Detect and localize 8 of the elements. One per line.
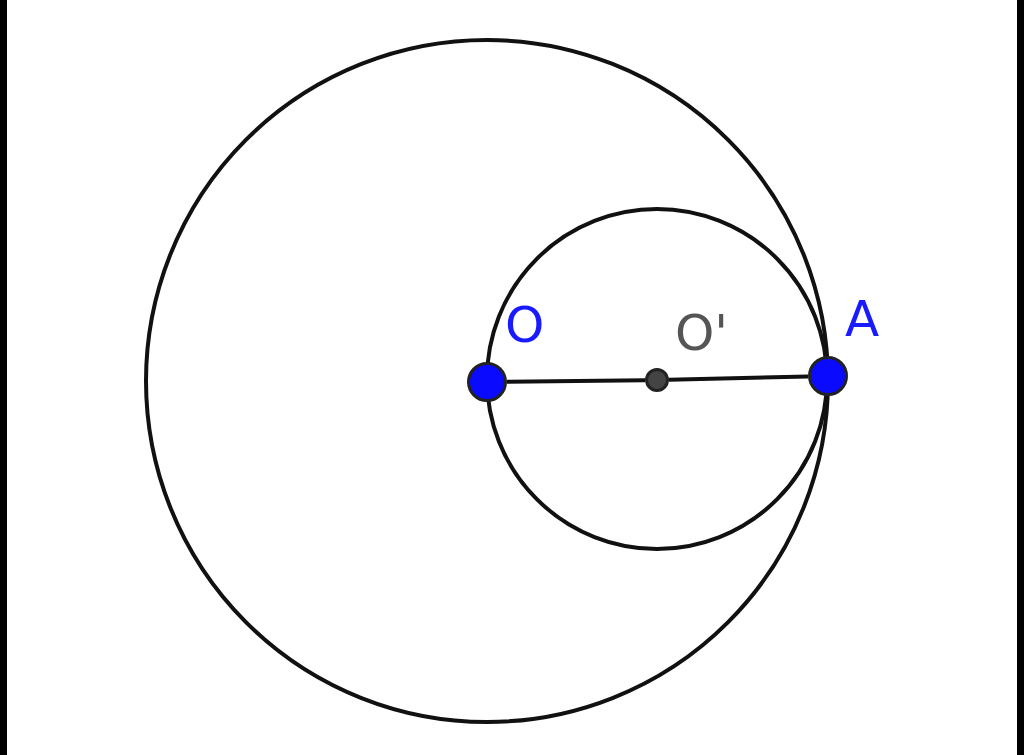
point-marker xyxy=(808,356,848,396)
point-label: A xyxy=(845,294,880,344)
point-marker xyxy=(467,362,507,402)
line-segment xyxy=(506,378,646,384)
point-label: O xyxy=(505,300,545,350)
line-segment xyxy=(668,374,809,382)
point-label: O' xyxy=(675,308,729,358)
point-marker xyxy=(645,368,669,392)
